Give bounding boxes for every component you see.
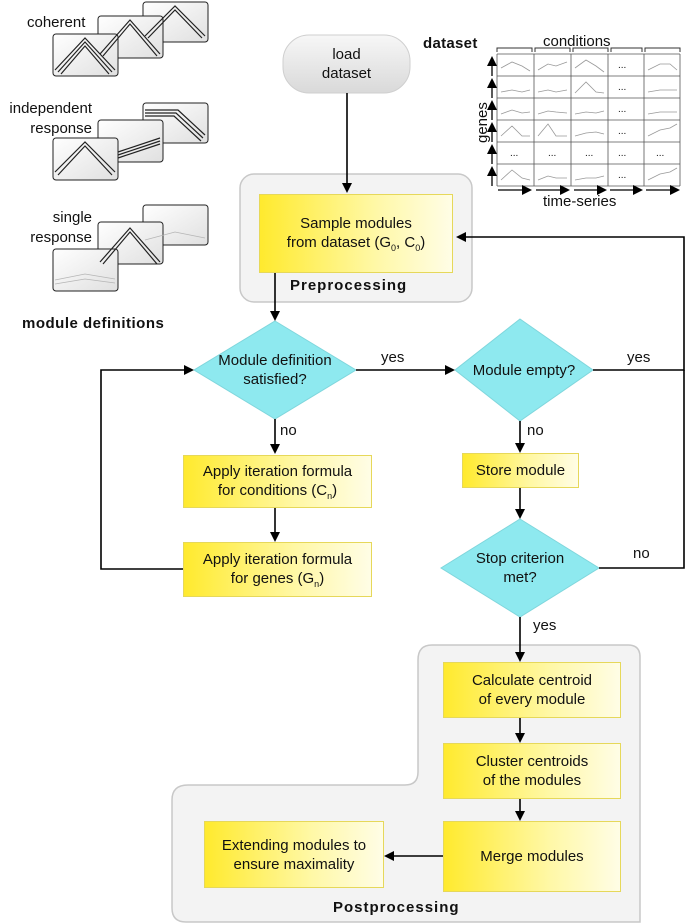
apply-conditions-text: Apply iteration formula for conditions (…: [202, 462, 353, 499]
genes-label: genes: [474, 102, 491, 143]
dataset-grid: [487, 47, 681, 195]
edge-no-empty: no: [527, 422, 544, 439]
apply-genes-box: Apply iteration formula for genes (Gn): [183, 542, 372, 597]
load-dataset-label: load dataset: [321, 46, 372, 82]
edge-no-satisfied: no: [280, 422, 297, 439]
apply-genes-subscript: n: [314, 578, 320, 589]
single-response-label: single response: [30, 209, 92, 246]
ellipsis-row5-b: ...: [548, 148, 557, 159]
apply-conditions-box: Apply iteration formula for conditions (…: [183, 455, 372, 508]
module-empty-label: Module empty?: [472, 361, 576, 379]
postprocessing-label: Postprocessing: [333, 899, 460, 916]
sample-modules-box: Sample modules from dataset (G0, C0): [259, 194, 453, 273]
calculate-centroid-box: Calculate centroid of every module: [443, 662, 621, 718]
apply-conditions-subscript: n: [327, 490, 333, 501]
ellipsis-row3: ...: [618, 104, 627, 115]
ellipsis-row5-c: ...: [585, 148, 594, 159]
edge-yes-stop: yes: [533, 617, 557, 634]
preprocessing-label: Preprocessing: [290, 277, 408, 294]
module-definitions-caption: module definitions: [22, 315, 165, 332]
dataset-title: dataset: [423, 35, 478, 52]
apply-conditions-end: ): [332, 481, 338, 499]
stop-criterion-label: Stop criterion met?: [475, 550, 565, 586]
edge-no-stop: no: [633, 545, 650, 562]
coherent-label: coherent: [27, 14, 86, 31]
edge-yes-satisfied: yes: [381, 349, 405, 366]
ellipsis-row5-e: ...: [656, 148, 665, 159]
sample-modules-text: Sample modules from dataset (G: [286, 214, 412, 251]
store-module-box: Store module: [462, 453, 579, 488]
ellipsis-top: ...: [618, 60, 627, 71]
sample-c-subscript: 0: [415, 242, 421, 253]
ellipsis-row5-a: ...: [510, 148, 519, 159]
sample-g-subscript: 0: [391, 242, 397, 253]
independent-illustration: [52, 102, 209, 181]
ellipsis-row4: ...: [618, 126, 627, 137]
apply-genes-end: ): [319, 569, 325, 587]
edge-yes-empty: yes: [627, 349, 651, 366]
cluster-centroids-box: Cluster centroids of the modules: [443, 743, 621, 799]
single-illustration: [52, 204, 209, 292]
coherent-illustration: [52, 1, 209, 77]
time-series-label: time-series: [543, 193, 617, 210]
conditions-label: conditions: [543, 33, 611, 50]
ellipsis-row5-d: ...: [618, 148, 627, 159]
ellipsis-row6: ...: [618, 170, 627, 181]
ellipsis-mid: ...: [618, 82, 627, 93]
extending-modules-box: Extending modules to ensure maximality: [204, 821, 384, 888]
independent-response-label: independent response: [9, 100, 92, 137]
apply-genes-text: Apply iteration formula for genes (G: [202, 550, 353, 587]
sample-mid-text: , C: [396, 233, 416, 251]
sample-end-text: ): [420, 233, 426, 251]
module-definition-label: Module definition satisfied?: [218, 352, 332, 388]
merge-modules-box: Merge modules: [443, 821, 621, 892]
